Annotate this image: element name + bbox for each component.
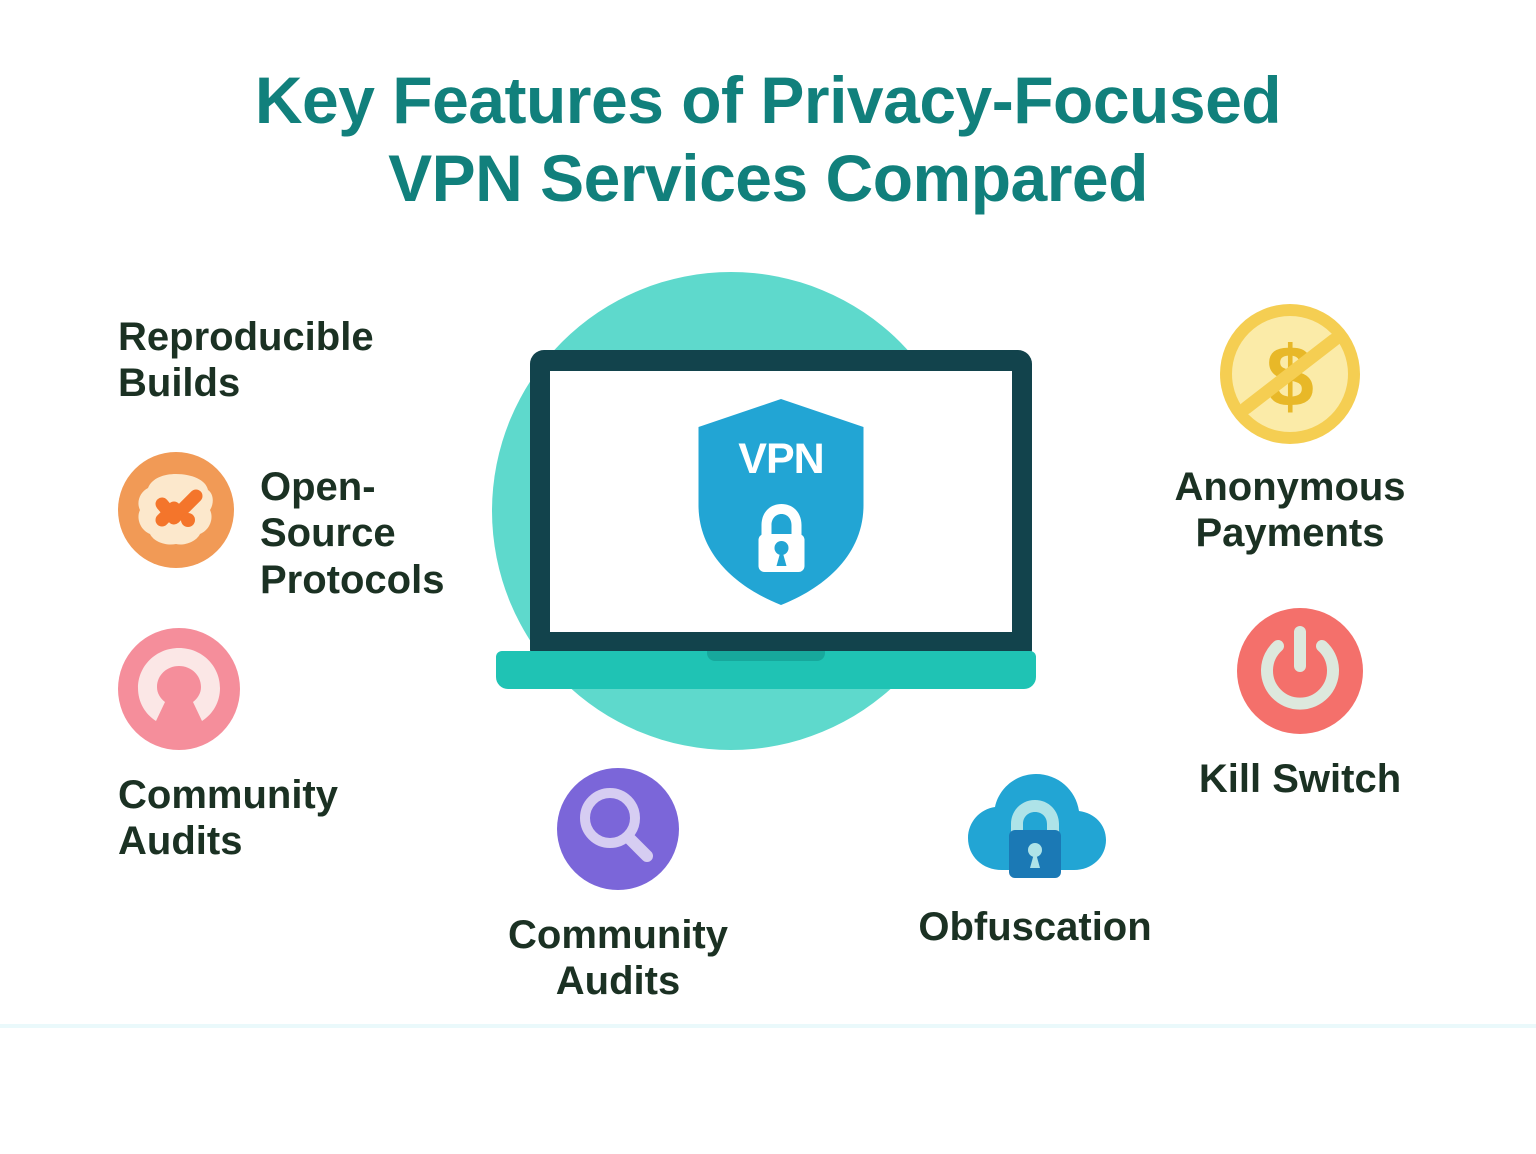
power-glyph — [1261, 626, 1339, 710]
verified-badge-check-icon — [118, 452, 234, 568]
power-icon — [1237, 608, 1363, 734]
shield-shape — [698, 398, 864, 605]
feature-anonymous-payments: $ Anonymous Payments — [1120, 300, 1460, 557]
laptop-base — [496, 651, 1036, 689]
open-source-glyph — [138, 648, 220, 721]
feature-label: Community Audits — [118, 773, 338, 864]
magnifier-glyph — [580, 788, 653, 862]
feature-label: Open- Source Protocols — [260, 465, 445, 602]
laptop-lid: VPN — [530, 350, 1032, 654]
feature-kill-switch: Kill Switch — [1150, 608, 1450, 802]
cloud-lock-icon — [950, 758, 1120, 888]
page-title-line-2: VPN Services Compared — [388, 140, 1148, 215]
feature-label: Kill Switch — [1198, 757, 1402, 801]
laptop-screen: VPN — [550, 371, 1012, 632]
feature-label: Anonymous Payments — [1174, 465, 1406, 556]
feature-obfuscation: Obfuscation — [870, 758, 1200, 950]
no-money-coin-icon: $ — [1216, 300, 1364, 448]
magnifier-icon — [557, 768, 679, 890]
cloud-lock-glyph — [968, 774, 1106, 878]
open-source-logo-icon — [118, 628, 240, 750]
page-title: Key Features of Privacy-Focused VPN Serv… — [0, 62, 1536, 218]
feature-label: Reproducible Builds — [118, 315, 374, 406]
vpn-shield-icon: VPN — [694, 397, 869, 607]
feature-community-audits-bottom: Community Audits — [448, 768, 788, 1005]
page-title-line-1: Key Features of Privacy-Focused — [254, 63, 1282, 137]
feature-label: Obfuscation — [918, 905, 1152, 949]
laptop-illustration: VPN — [482, 350, 1048, 690]
footer-divider — [0, 1024, 1536, 1028]
coin-no-money-glyph: $ — [1220, 304, 1360, 444]
center-illustration: VPN — [470, 262, 1070, 822]
vpn-shield-label: VPN — [738, 434, 824, 483]
feature-open-source-protocols: Open- Source Protocols — [118, 452, 518, 603]
feature-community-audits-left: Community Audits — [118, 628, 448, 865]
laptop-trackpad-notch — [707, 651, 825, 661]
lock-icon — [758, 503, 804, 572]
feature-reproducible-builds: Reproducible Builds — [118, 314, 448, 407]
feature-label: Community Audits — [508, 913, 728, 1004]
badge-check-glyph — [138, 474, 213, 545]
